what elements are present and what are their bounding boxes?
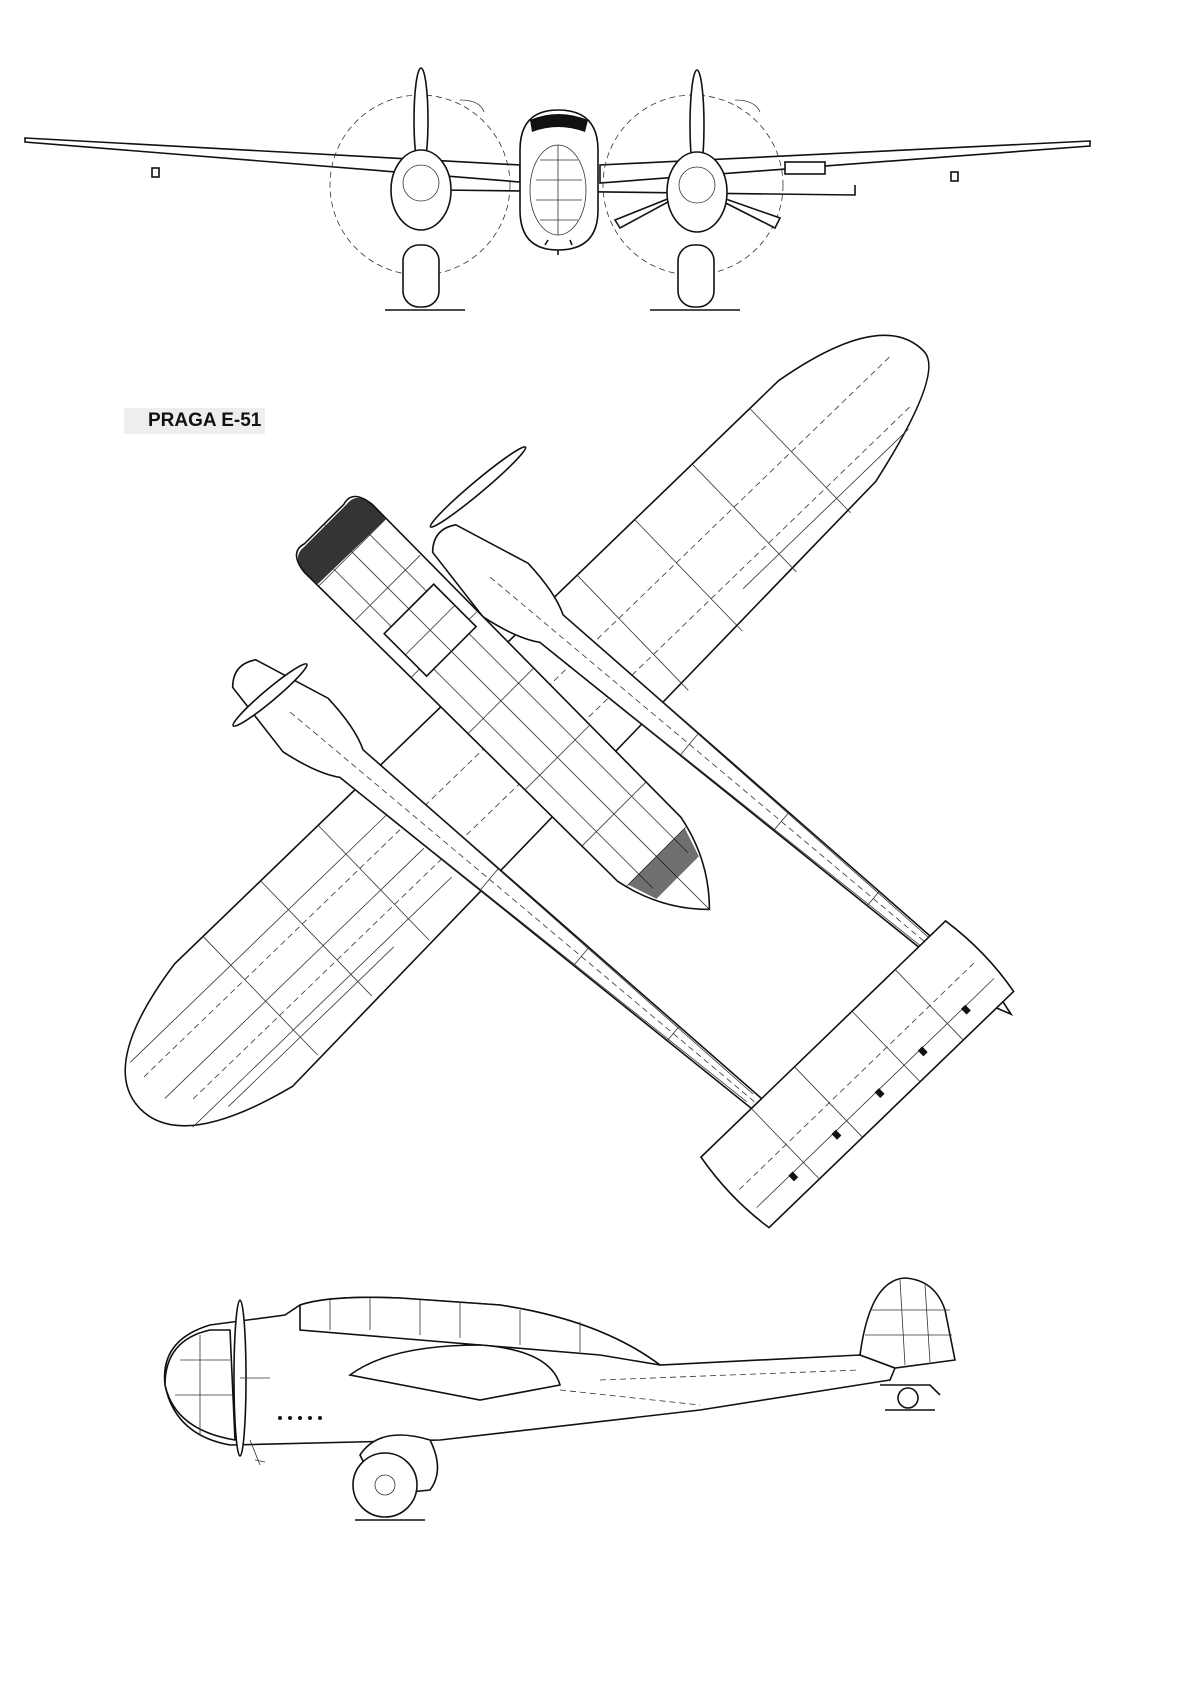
side-engine-nacelle <box>348 1344 562 1401</box>
right-propeller-lower-blades <box>613 189 782 230</box>
left-wingtip-light <box>151 167 160 178</box>
right-engine-nacelle <box>666 151 728 233</box>
main-wheel <box>352 1452 418 1518</box>
tail-fin <box>859 1277 956 1369</box>
plan-propellers <box>232 446 527 727</box>
side-portholes <box>278 1416 322 1420</box>
wing-radiator <box>784 161 826 175</box>
aircraft-title: PRAGA E-51 <box>124 408 266 434</box>
rotation-arrows <box>459 99 761 113</box>
right-wingtip-light <box>950 171 959 182</box>
left-tail-boom <box>231 658 814 1152</box>
left-engine-nacelle <box>390 149 452 231</box>
front-gun <box>544 239 573 255</box>
tail-wheel-strut <box>880 1384 941 1396</box>
front-flap-line <box>439 185 856 196</box>
right-tail-boom <box>431 523 1014 1017</box>
side-view <box>163 1277 956 1521</box>
left-main-gear <box>402 244 440 308</box>
plan-view <box>124 334 1015 1229</box>
side-ground-lines <box>355 1409 935 1521</box>
nose-details <box>240 1377 270 1466</box>
side-structure-lines <box>559 1369 861 1406</box>
side-canopy <box>299 1296 661 1366</box>
horizontal-tailplane <box>699 919 1015 1229</box>
central-fuselage <box>295 495 711 911</box>
right-main-gear <box>677 244 715 308</box>
front-view <box>24 67 1091 311</box>
left-propeller <box>232 663 308 727</box>
right-propeller <box>429 446 527 528</box>
tail-wheel <box>897 1387 919 1409</box>
